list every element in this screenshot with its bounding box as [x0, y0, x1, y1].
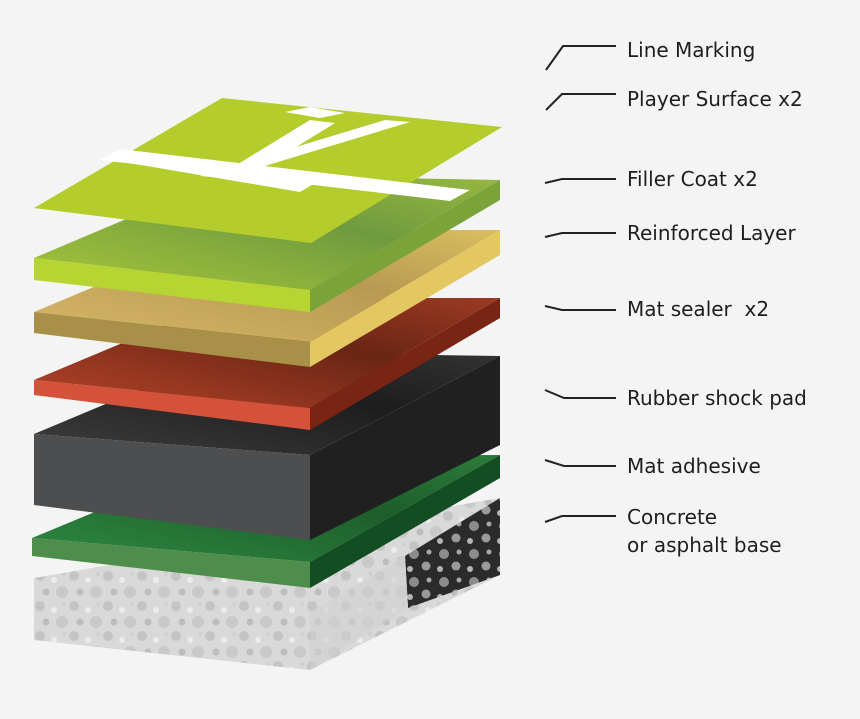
- leader-filler-coat: [544, 178, 616, 184]
- layer-line-marking: [100, 107, 470, 201]
- label-line-marking: Line Marking: [627, 38, 756, 62]
- leader-rubber: [544, 389, 616, 399]
- label-filler-coat: Filler Coat x2: [627, 167, 758, 191]
- label-concrete: Concrete: [627, 505, 718, 529]
- label-concrete-line2: or asphalt base: [627, 533, 782, 557]
- label-rubber-shock-pad: Rubber shock pad: [627, 386, 807, 410]
- leader-lines: [544, 45, 616, 523]
- label-mat-sealer: Mat sealer x2: [627, 297, 770, 321]
- leader-concrete: [544, 515, 616, 523]
- label-player-surface: Player Surface x2: [627, 87, 803, 111]
- leader-player-surface: [545, 93, 616, 111]
- label-reinforced-layer: Reinforced Layer: [627, 221, 796, 245]
- leader-reinforced: [544, 232, 616, 238]
- leader-mat-sealer: [544, 305, 616, 311]
- label-mat-adhesive: Mat adhesive: [627, 454, 761, 478]
- leader-adhesive: [544, 459, 616, 467]
- leader-line-marking: [545, 45, 616, 71]
